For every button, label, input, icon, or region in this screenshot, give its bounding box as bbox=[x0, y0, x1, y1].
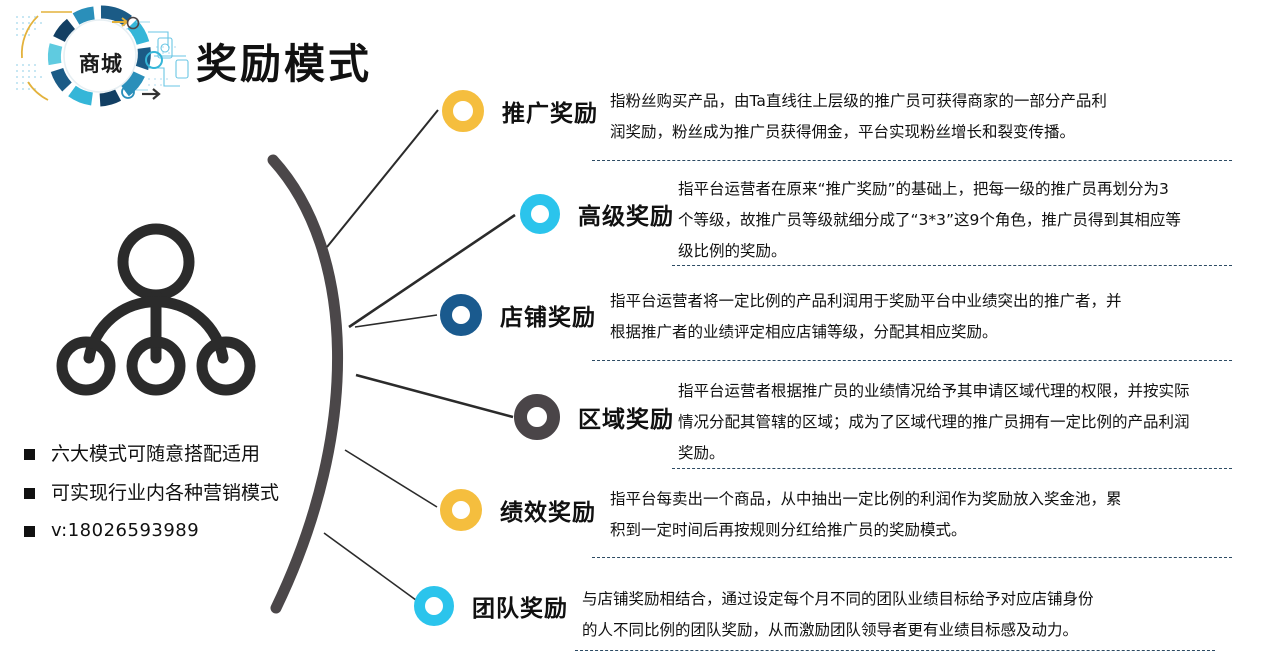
ring-icon-gray bbox=[514, 394, 560, 440]
description-performance-reward: 指平台每卖出一个商品，从中抽出一定比例的利润作为奖励放入奖金池，累 积到一定时间… bbox=[610, 484, 1163, 546]
node-label: 团队奖励 bbox=[472, 596, 568, 622]
description-team-reward: 与店铺奖励相结合，通过设定每个月不同的团队业绩目标给予对应店铺身份 的人不同比例… bbox=[582, 584, 1164, 646]
description-shop-reward: 指平台运营者将一定比例的产品利润用于奖励平台中业绩突出的推广者，并 根据推广者的… bbox=[610, 286, 1163, 348]
node-performance-reward[interactable]: 绩效奖励 bbox=[440, 489, 596, 531]
tech-circle-logo-icon: 商城 bbox=[8, 2, 193, 110]
description-line: 指粉丝购买产品，由Ta直线往上层级的推广员可获得商家的一部分产品利 bbox=[610, 92, 1107, 110]
hierarchy-network-icon bbox=[56, 216, 256, 411]
separator bbox=[592, 557, 1232, 558]
ring-icon-cyan bbox=[520, 194, 560, 234]
description-line: 指平台运营者将一定比例的产品利润用于奖励平台中业绩突出的推广者，并 bbox=[610, 292, 1122, 310]
description-line: 积到一定时间后再按规则分红给推广员的奖励模式。 bbox=[610, 521, 967, 539]
description-line: 的人不同比例的团队奖励，从而激励团队领导者更有业绩目标感及动力。 bbox=[582, 621, 1079, 639]
node-team-reward[interactable]: 团队奖励 bbox=[414, 586, 568, 626]
separator bbox=[592, 360, 1232, 361]
description-line: 级比例的奖励。 bbox=[678, 242, 787, 260]
description-line: 与店铺奖励相结合，通过设定每个月不同的团队业绩目标给予对应店铺身份 bbox=[582, 590, 1094, 608]
node-advanced-reward[interactable]: 高级奖励 bbox=[520, 194, 674, 234]
separator bbox=[672, 468, 1232, 469]
ring-icon-amber bbox=[440, 489, 482, 531]
bullet-square-icon bbox=[24, 449, 35, 460]
node-label: 区域奖励 bbox=[578, 407, 674, 433]
node-label: 高级奖励 bbox=[578, 204, 674, 230]
node-promotion-reward[interactable]: 推广奖励 bbox=[442, 90, 598, 132]
node-label: 推广奖励 bbox=[502, 101, 598, 127]
description-line: 情况分配其管辖的区域；成为了区域代理的推广员拥有一定比例的产品利润 bbox=[678, 413, 1190, 431]
list-item: 六大模式可随意搭配适用 bbox=[24, 442, 354, 467]
slide-header: 商城 奖励模式 bbox=[0, 0, 620, 112]
ring-icon-amber bbox=[442, 90, 484, 132]
description-line: 奖励。 bbox=[678, 444, 725, 462]
description-promotion-reward: 指粉丝购买产品，由Ta直线往上层级的推广员可获得商家的一部分产品利 润奖励，粉丝… bbox=[610, 86, 1163, 148]
list-item: 可实现行业内各种营销模式 bbox=[24, 481, 354, 506]
description-region-reward: 指平台运营者根据推广员的业绩情况给予其申请区域代理的权限，并按实际 情况分配其管… bbox=[678, 376, 1226, 469]
page-title: 奖励模式 bbox=[196, 40, 372, 88]
bullet-list: 六大模式可随意搭配适用 可实现行业内各种营销模式 v:18026593989 bbox=[24, 442, 354, 543]
description-line: 指平台每卖出一个商品，从中抽出一定比例的利润作为奖励放入奖金池，累 bbox=[610, 490, 1122, 508]
ring-icon-navy bbox=[440, 294, 482, 336]
description-line: 指平台运营者根据推广员的业绩情况给予其申请区域代理的权限，并按实际 bbox=[678, 382, 1190, 400]
list-item: v:18026593989 bbox=[24, 519, 354, 542]
description-line: 个等级，故推广员等级就细分成了“3*3”这9个角色，推广员得到其相应等 bbox=[678, 211, 1181, 229]
node-shop-reward[interactable]: 店铺奖励 bbox=[440, 294, 596, 336]
separator bbox=[592, 160, 1232, 161]
node-label: 店铺奖励 bbox=[500, 305, 596, 331]
bullet-label: 可实现行业内各种营销模式 bbox=[51, 481, 280, 504]
separator bbox=[575, 650, 1215, 651]
separator bbox=[672, 265, 1232, 266]
bullet-label: v:18026593989 bbox=[51, 520, 200, 542]
ring-icon-cyan bbox=[414, 586, 454, 626]
bullet-square-icon bbox=[24, 487, 35, 499]
description-advanced-reward: 指平台运营者在原来“推广奖励”的基础上，把每一级的推广员再划分为3 个等级，故推… bbox=[678, 174, 1226, 267]
description-line: 根据推广者的业绩评定相应店铺等级，分配其相应奖励。 bbox=[610, 323, 998, 341]
bullet-square-icon bbox=[24, 526, 35, 538]
description-line: 指平台运营者在原来“推广奖励”的基础上，把每一级的推广员再划分为3 bbox=[678, 180, 1169, 198]
description-line: 润奖励，粉丝成为推广员获得佣金，平台实现粉丝增长和裂变传播。 bbox=[610, 123, 1076, 141]
node-label: 绩效奖励 bbox=[500, 500, 596, 526]
logo-text: 商城 bbox=[79, 52, 123, 76]
bullet-label: 六大模式可随意搭配适用 bbox=[51, 443, 261, 465]
node-region-reward[interactable]: 区域奖励 bbox=[514, 394, 674, 440]
